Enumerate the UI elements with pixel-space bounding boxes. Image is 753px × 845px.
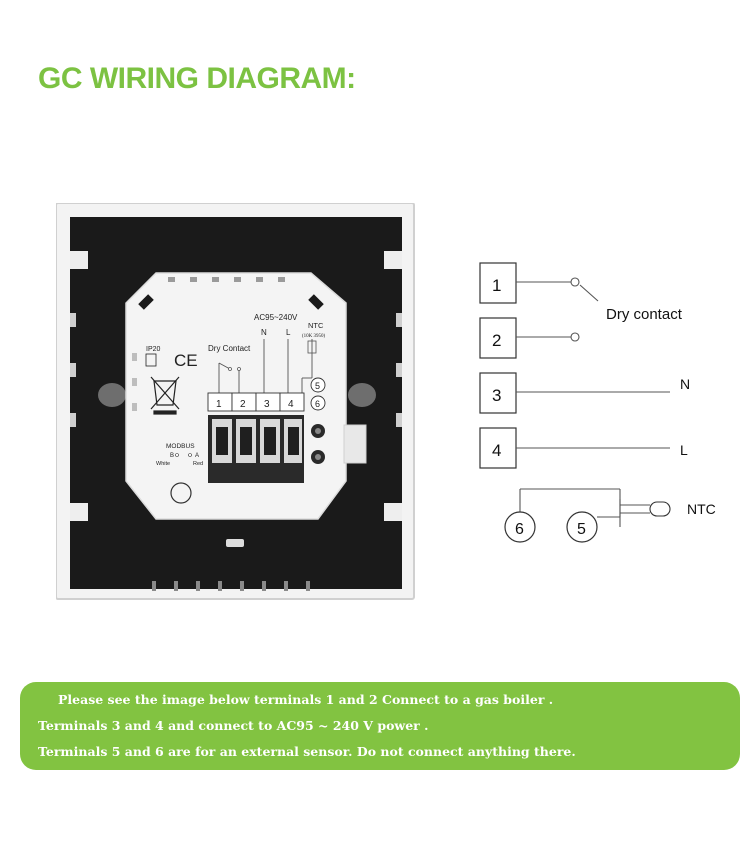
side-clips <box>70 251 402 521</box>
weee-icon <box>150 376 180 415</box>
ip-rating-label: IP20 <box>146 346 161 353</box>
modbus-red-label: Red <box>193 461 203 467</box>
schematic-l-label: L <box>680 442 688 458</box>
schematic-n-label: N <box>680 376 690 392</box>
wiring-schematic: 1 2 3 4 Dry contact N L 6 5 NTC <box>479 262 716 543</box>
screw-boss-left <box>98 383 126 407</box>
device-sensor-5-circle <box>310 377 326 393</box>
modbus-white-label: White <box>156 461 170 467</box>
ip-rating-icon <box>145 353 157 367</box>
diagram-title: GC WIRING DIAGRAM: <box>38 62 356 95</box>
schematic-circle-6-label: 6 <box>515 521 524 538</box>
notes-banner: Please see the image below terminals 1 a… <box>20 682 740 770</box>
device-terminal-strip <box>207 392 305 412</box>
device-dry-contact-label: Dry Contact <box>208 344 251 353</box>
note-line-1: Please see the image below terminals 1 a… <box>58 692 554 707</box>
device-ntc-spec: (10K 3950) <box>302 334 326 339</box>
device-terminal-3: 3 <box>264 399 270 410</box>
device-ntc-label: NTC <box>308 321 324 330</box>
modbus-port <box>170 482 192 504</box>
ntc-probe <box>649 501 671 517</box>
note-line-3: Terminals 5 and 6 are for an external se… <box>38 744 576 759</box>
schematic-label-4: 4 <box>492 441 501 460</box>
device-terminal-2: 2 <box>240 399 246 410</box>
device-n-label: N <box>261 328 267 337</box>
modbus-label: MODBUS <box>166 443 195 450</box>
device-sensor-6: 6 <box>315 399 320 409</box>
device-sensor-6-circle <box>310 395 326 411</box>
schematic-label-3: 3 <box>492 386 501 405</box>
schematic-circle-5-label: 5 <box>577 521 586 538</box>
thermostat-back-illustration: IP20 CE AC95~240V N L NTC (10K 3950) Dry… <box>56 203 415 600</box>
device-terminal-4: 4 <box>288 399 294 410</box>
device-voltage-label: AC95~240V <box>254 313 298 322</box>
schematic-ntc-label: NTC <box>687 501 716 517</box>
schematic-circle-6 <box>504 511 536 543</box>
device-terminal-1: 1 <box>216 399 222 410</box>
schematic-dry-contact-label: Dry contact <box>606 306 683 323</box>
schematic-label-2: 2 <box>492 331 501 350</box>
screw-boss-right <box>348 383 376 407</box>
ce-mark: CE <box>174 351 198 370</box>
dry-contact-terminal-2 <box>570 332 580 342</box>
schematic-box-2 <box>479 317 517 359</box>
modbus-b-label: B <box>170 453 174 459</box>
dry-contact-terminal-1 <box>570 277 580 287</box>
schematic-label-1: 1 <box>492 276 501 295</box>
schematic-box-3 <box>479 372 517 414</box>
schematic-circle-5 <box>566 511 598 543</box>
note-line-2: Terminals 3 and 4 and connect to AC95 ~ … <box>38 718 429 733</box>
schematic-box-4 <box>479 427 517 469</box>
terminal-block <box>208 415 304 483</box>
device-sensor-5: 5 <box>315 381 320 391</box>
modbus-a-label: A <box>195 453 199 459</box>
schematic-box-1 <box>479 262 517 304</box>
device-l-label: L <box>286 328 291 337</box>
